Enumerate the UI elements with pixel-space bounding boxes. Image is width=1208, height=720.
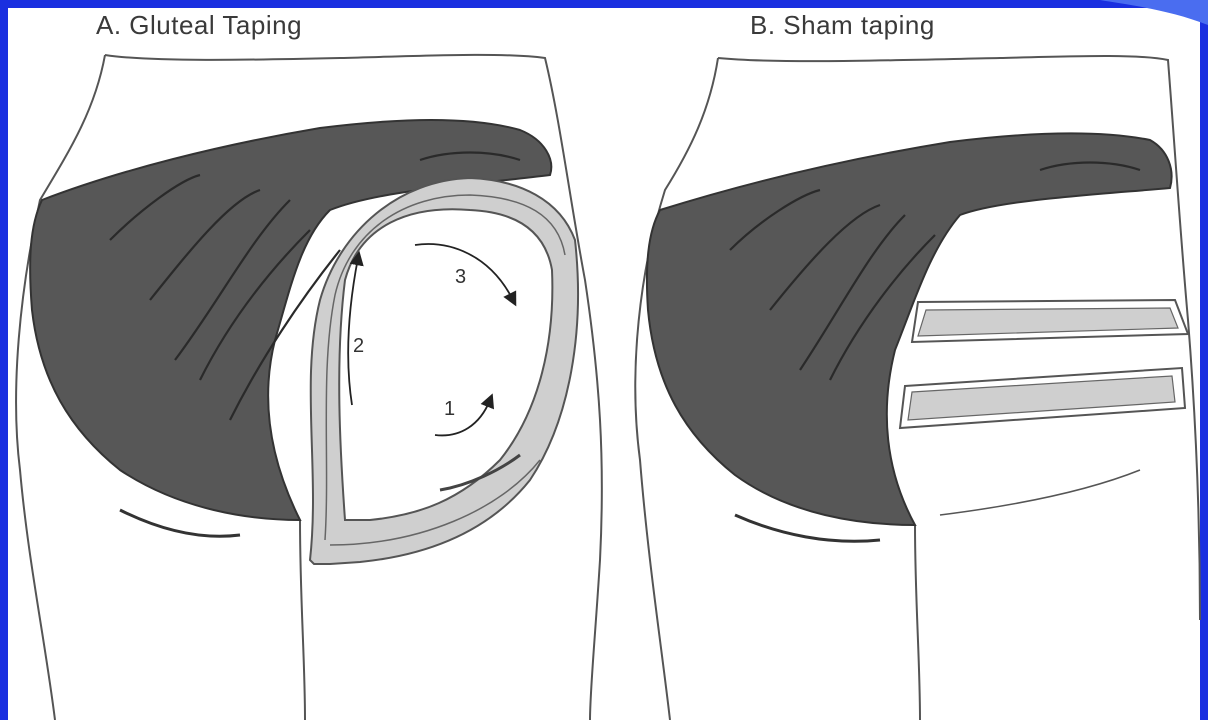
arrow-label-1: 1 xyxy=(444,398,455,421)
arrow-label-3: 3 xyxy=(455,266,466,289)
arrow-label-2: 2 xyxy=(353,335,364,358)
panel-b-title: B. Sham taping xyxy=(750,10,935,41)
panel-a-title: A. Gluteal Taping xyxy=(96,10,302,41)
